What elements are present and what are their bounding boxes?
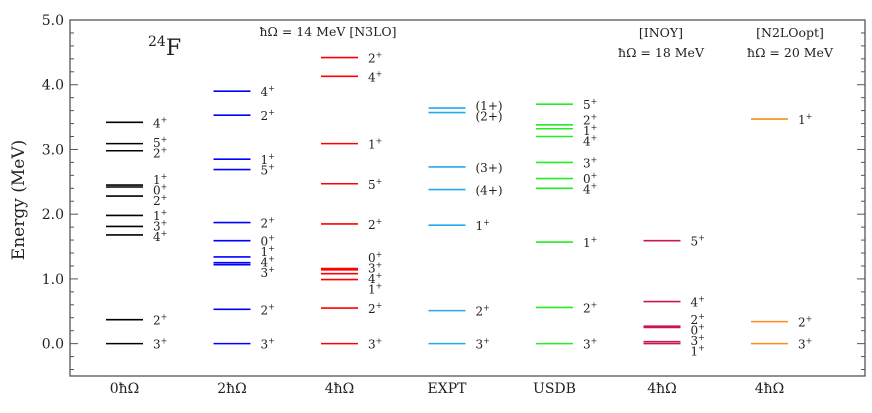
column-label: 4ħΩ [325, 381, 355, 397]
spin-parity-label: 3+ [368, 261, 382, 276]
annotation-n2loopt-hw: ħΩ = 20 MeV [747, 45, 834, 60]
annotation-n2loopt: [N2LOopt] [756, 25, 824, 40]
spin-parity-label: 1+ [691, 343, 705, 358]
spin-parity-label: 4+ [368, 69, 382, 84]
annotation-n3lo: ħΩ = 14 MeV [N3LO] [259, 24, 396, 39]
spin-parity-label: 2+ [476, 304, 490, 319]
spin-parity-label: (2+) [476, 110, 503, 124]
spin-parity-label: 1+ [583, 123, 597, 138]
spin-parity-label: 4+ [583, 134, 597, 149]
spin-parity-label: 0+ [153, 182, 167, 197]
nucleus-title: 24F [148, 34, 181, 61]
spin-parity-label: 1+ [583, 235, 597, 250]
spin-parity-label: 1+ [476, 218, 490, 233]
spin-parity-label: 5+ [261, 163, 275, 178]
column-label: EXPT [428, 381, 468, 397]
spin-parity-label: 3+ [153, 219, 167, 234]
spin-parity-label: (1+) [476, 99, 503, 113]
column-label: USDB [533, 381, 576, 397]
spin-parity-label: 0+ [583, 171, 597, 186]
spin-parity-label: 3+ [798, 337, 812, 352]
spin-parity-label: 1+ [368, 282, 382, 297]
spin-parity-label: 5+ [583, 97, 597, 112]
spin-parity-label: 0+ [261, 234, 275, 249]
spin-parity-label: 2+ [261, 216, 275, 231]
y-tick-label: 0.0 [42, 337, 64, 353]
spin-parity-label: 4+ [691, 295, 705, 310]
y-tick-label: 4.0 [42, 78, 64, 94]
spin-parity-label: 4+ [153, 115, 167, 130]
spin-parity-label: (3+) [476, 161, 503, 175]
spin-parity-label: 1+ [368, 137, 382, 152]
spin-parity-label: 2+ [368, 301, 382, 316]
spin-parity-label: 3+ [691, 333, 705, 348]
level-column: 4ħΩ 3+ 2+ 1+ [751, 112, 812, 397]
column-label: 4ħΩ [647, 381, 677, 397]
y-tick-label: 5.0 [42, 13, 64, 29]
element-symbol: F [166, 36, 181, 61]
mass-number: 24 [148, 34, 166, 50]
spin-parity-label: 0+ [368, 250, 382, 265]
spin-parity-label: 3+ [261, 265, 275, 280]
spin-parity-label: 5+ [368, 177, 382, 192]
spin-parity-label: 3+ [583, 155, 597, 170]
spin-parity-label: 2+ [153, 193, 167, 208]
spin-parity-label: 2+ [261, 302, 275, 317]
spin-parity-label: 1+ [153, 208, 167, 223]
spin-parity-label: 5+ [691, 234, 705, 249]
y-tick-label: 2.0 [42, 207, 64, 223]
spin-parity-label: 5+ [153, 135, 167, 150]
y-tick-label: 1.0 [42, 272, 64, 288]
spin-parity-label: 4+ [261, 84, 275, 99]
spin-parity-label: 2+ [368, 51, 382, 66]
y-axis-label: Energy (MeV) [9, 140, 29, 260]
spin-parity-label: 2+ [368, 217, 382, 232]
plot-frame [69, 19, 866, 377]
spin-parity-label: 2+ [798, 315, 812, 330]
spin-parity-label: 4+ [583, 182, 597, 197]
spin-parity-label: 3+ [261, 337, 275, 352]
spin-parity-label: 2+ [153, 145, 167, 160]
spin-parity-label: 2+ [691, 312, 705, 327]
spin-parity-label: 1+ [261, 244, 275, 259]
spin-parity-label: 4+ [153, 229, 167, 244]
spin-parity-label: 3+ [368, 337, 382, 352]
spin-parity-label: 3+ [583, 337, 597, 352]
spin-parity-label: 0+ [691, 322, 705, 337]
annotation-inoy: [INOY] [639, 25, 683, 40]
spin-parity-label: 1+ [261, 152, 275, 167]
annotation-inoy-hw: ħΩ = 18 MeV [618, 45, 705, 60]
spin-parity-label: 4+ [261, 255, 275, 270]
spin-parity-label: 3+ [476, 337, 490, 352]
spin-parity-label: (4+) [476, 184, 503, 198]
y-tick-label: 3.0 [42, 142, 64, 158]
spin-parity-label: 1+ [153, 172, 167, 187]
column-label: 4ħΩ [755, 381, 785, 397]
column-label: 0ħΩ [110, 381, 140, 397]
spin-parity-label: 2+ [583, 300, 597, 315]
level-column: 4ħΩ 1+3+0+2+ 4+ 5+ [643, 234, 705, 397]
spin-parity-label: 2+ [261, 108, 275, 123]
column-label: 2ħΩ [217, 381, 247, 397]
spin-parity-label: 2+ [153, 313, 167, 328]
spin-parity-label: 1+ [798, 112, 812, 127]
spin-parity-label: 4+ [368, 271, 382, 286]
level-column: EXPT 3+ 2+ 1+ (4+) (3+) (2+)(1+) [428, 99, 503, 397]
spin-parity-label: 2+ [583, 113, 597, 128]
spin-parity-label: 3+ [153, 337, 167, 352]
